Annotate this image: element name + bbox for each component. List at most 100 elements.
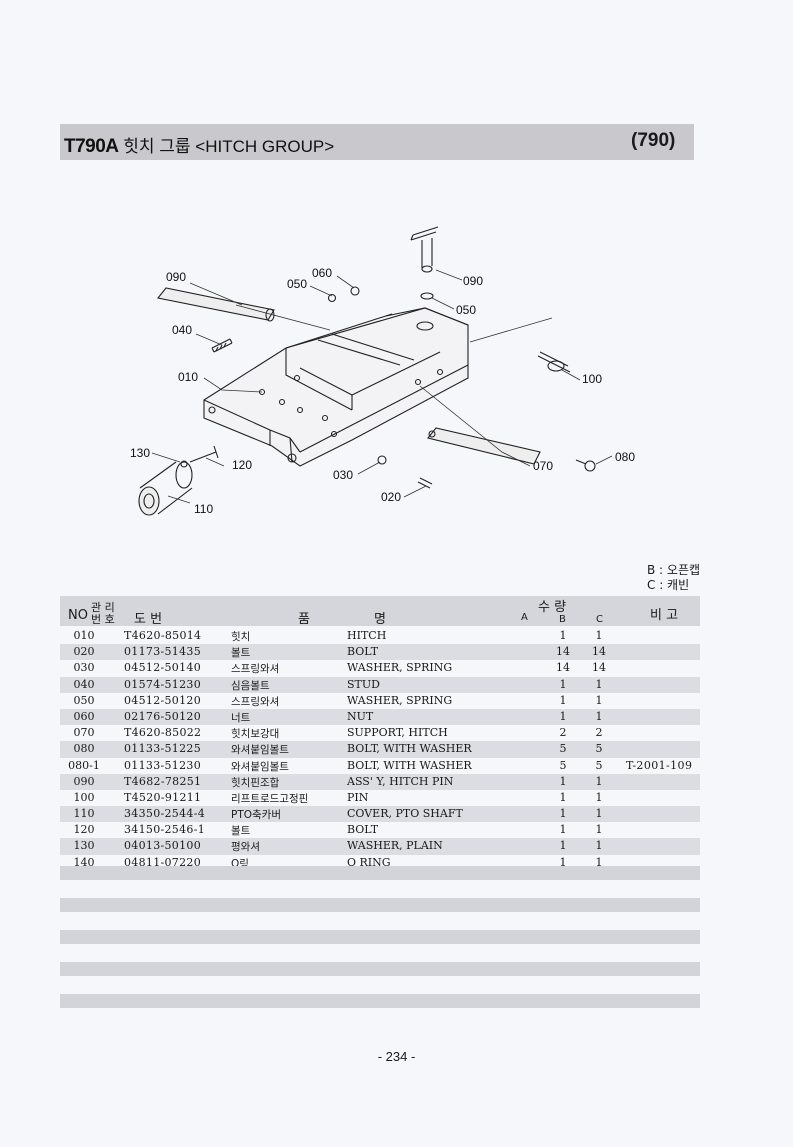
part-name-en: SUPPORT, HITCH [347, 726, 448, 740]
part-name-kr: 와셔붙임볼트 [231, 760, 289, 773]
item-no: 130 [73, 839, 95, 853]
qty-c: 14 [592, 661, 606, 675]
hitch-support-part [427, 427, 541, 465]
part-name-en: ASS' Y, HITCH PIN [347, 774, 454, 788]
callout-label: 100 [582, 372, 602, 386]
part-name-en: WASHER, PLAIN [347, 839, 443, 853]
header-name: 명 [374, 612, 386, 627]
part-name-en: HITCH [347, 629, 387, 642]
qty-c: 1 [595, 709, 603, 723]
part-name-en: NUT [347, 709, 374, 723]
callout-label: 080 [615, 450, 635, 464]
qty-b: 14 [556, 661, 570, 675]
item-no: 110 [73, 807, 95, 821]
table-row: 020 01173-51435 볼트 BOLT 14 14 [60, 644, 700, 661]
legend-c: C : 캐빈 [647, 578, 690, 592]
part-name-kr: 심음볼트 [231, 679, 270, 692]
header-qty-b: B [559, 614, 566, 625]
nut-washer-left-part [327, 286, 360, 303]
bolt-with-washer-part [575, 459, 596, 472]
table-row: 110 34350-2544-4 PTO축카버 COVER, PTO SHAFT… [60, 806, 700, 823]
table-header: NO 관 리 번 호 도 번 품 명 수 량 A B C 비 고 [60, 596, 700, 627]
title-english: <HITCH GROUP> [195, 137, 335, 156]
item-no: 020 [73, 645, 95, 659]
empty-table-band [60, 962, 700, 976]
title-korean: 힛치 그룹 [123, 137, 191, 156]
table-row: 070 T4620-85022 힛치보강대 SUPPORT, HITCH 2 2 [60, 725, 700, 741]
part-name-en: COVER, PTO SHAFT [347, 807, 463, 821]
part-number: 04512-50120 [124, 693, 202, 707]
empty-table-band [60, 898, 700, 912]
hitch-frame-part [203, 307, 469, 467]
pto-cover-part [138, 461, 193, 516]
table-row: 050 04512-50120 스프링와셔 WASHER, SPRING 1 1 [60, 693, 700, 709]
qty-b: 1 [559, 709, 567, 723]
bolt-washer-small-part [180, 445, 219, 468]
table-row: 130 04013-50100 평와셔 WASHER, PLAIN 1 1 [60, 838, 700, 855]
callout-label: 090 [463, 274, 483, 288]
qty-c: 1 [595, 790, 603, 804]
item-no: 060 [73, 709, 95, 723]
washer-bolt-lower-part [377, 455, 433, 489]
table-row: 030 04512-50140 스프링와셔 WASHER, SPRING 14 … [60, 660, 700, 676]
qty-b: 1 [559, 823, 567, 837]
qty-c: 1 [595, 855, 603, 869]
part-number: 04013-50100 [124, 839, 202, 853]
header-qty-c: C [596, 614, 603, 625]
callout-label: 020 [381, 490, 401, 504]
part-name-kr: 힛치핀조합 [231, 776, 280, 789]
part-name-kr: 스프링와셔 [231, 695, 280, 708]
table-row: 080-1 01133-51230 와셔붙임볼트 BOLT, WITH WASH… [60, 758, 700, 774]
callout-label: 120 [232, 458, 252, 472]
qty-c: 1 [595, 629, 603, 642]
item-no: 090 [73, 774, 95, 788]
header-mgmt-bottom: 번 호 [91, 613, 115, 626]
part-name-en: PIN [347, 790, 369, 804]
header-no: NO [68, 608, 88, 623]
part-name-en: BOLT, WITH WASHER [347, 742, 472, 756]
part-number: T4520-91211 [124, 790, 202, 804]
part-name-kr: 힛치보강대 [231, 728, 280, 741]
item-no: 070 [73, 726, 95, 740]
header-bar [60, 124, 694, 160]
item-no: 050 [73, 693, 95, 707]
part-number: 34150-2546-1 [124, 823, 206, 837]
empty-table-band [60, 930, 700, 944]
lift-rod-pin-part [537, 351, 571, 373]
qty-c: 1 [595, 807, 603, 821]
qty-c: 5 [595, 742, 603, 756]
table-row: 140 04811-07220 O링 O RING 1 1 [60, 855, 700, 871]
item-no: 040 [73, 677, 95, 691]
part-number: 01574-51230 [124, 677, 202, 691]
callout-label: 050 [287, 277, 307, 291]
part-number: T4682-78251 [124, 774, 202, 788]
qty-c: 1 [595, 823, 603, 837]
part-name-kr: 스프링와셔 [231, 663, 280, 676]
qty-c: 1 [595, 693, 603, 707]
part-name-kr: 평와셔 [231, 841, 260, 854]
stud-part [211, 338, 233, 353]
part-name-en: BOLT, WITH WASHER [347, 758, 472, 772]
qty-b: 14 [556, 645, 570, 659]
part-number: 01173-51435 [124, 645, 202, 659]
table-row: 120 34150-2546-1 볼트 BOLT 1 1 [60, 822, 700, 838]
callout-label: 050 [456, 303, 476, 317]
part-name-kr: PTO축카버 [231, 809, 281, 822]
group-code: (790) [631, 130, 676, 151]
qty-b: 1 [559, 855, 567, 869]
table-row: 040 01574-51230 심음볼트 STUD 1 1 [60, 676, 700, 693]
qty-c: 1 [595, 839, 603, 853]
callout-label: 030 [333, 468, 353, 482]
qty-c: 2 [595, 726, 603, 740]
qty-b: 2 [559, 726, 567, 740]
item-no: 120 [73, 823, 95, 837]
part-name-kr: 볼트 [231, 647, 251, 660]
callout-label: 040 [172, 323, 192, 337]
callout-label: 070 [533, 459, 553, 473]
part-name-en: BOLT [347, 823, 379, 837]
part-number: T4620-85014 [124, 629, 202, 642]
header-name-kr: 품 [298, 612, 310, 627]
header-remark: 비 고 [650, 608, 679, 623]
qty-b: 1 [559, 839, 567, 853]
part-number: 04811-07220 [124, 855, 202, 869]
